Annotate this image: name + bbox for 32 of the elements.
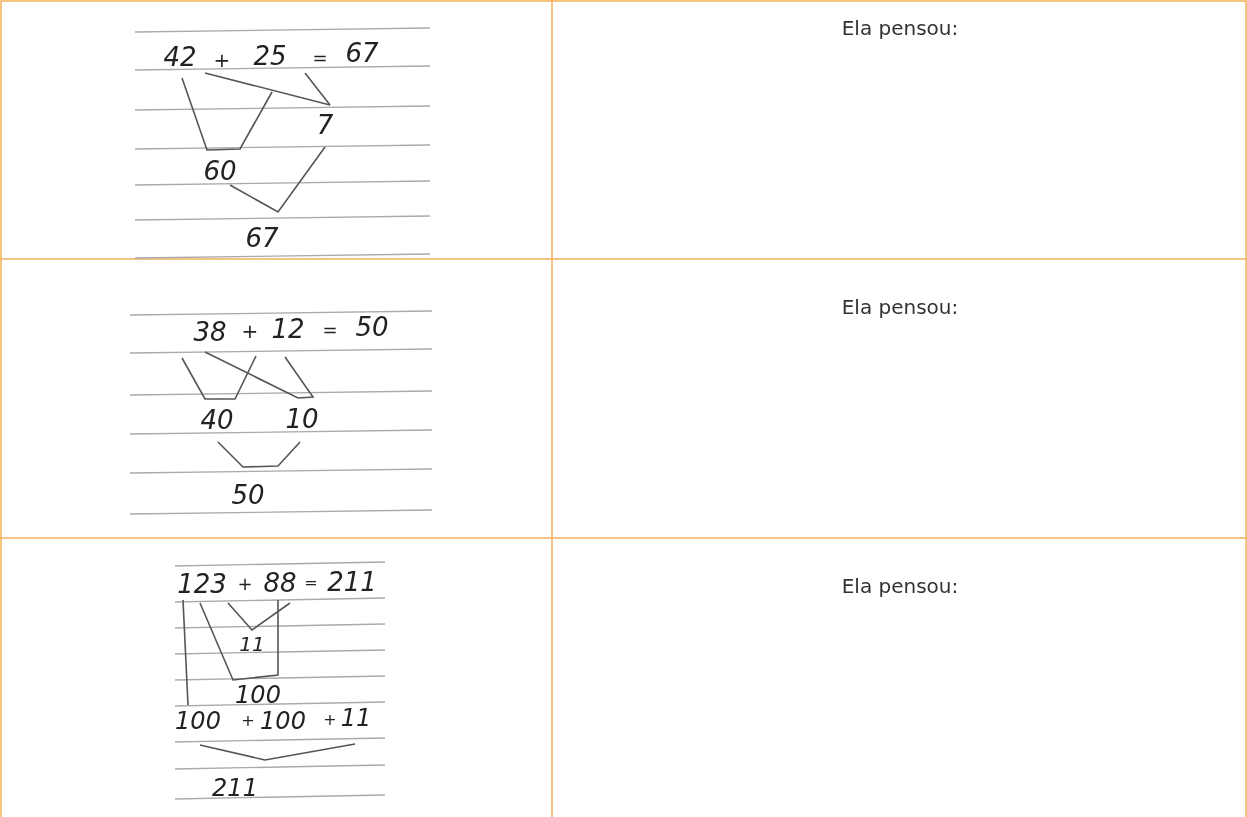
handwritten-number: 40 (200, 407, 234, 433)
handwritten-number: 12 (271, 316, 305, 342)
math-operator: + (213, 50, 231, 70)
handwritten-number: 123 (177, 571, 227, 597)
prompt-text: Ela pensou: (841, 574, 959, 598)
prompt-text: Ela pensou: (841, 16, 959, 40)
handwritten-number: 211 (327, 569, 377, 595)
handwritten-number: 10 (285, 406, 319, 432)
handwritten-number: 25 (253, 43, 287, 69)
handwritten-number: 38 (193, 319, 227, 345)
handwritten-number: 211 (212, 776, 258, 800)
math-operator: = (304, 575, 318, 591)
handwritten-number: 7 (316, 112, 334, 138)
prompt-text: Ela pensou: (841, 295, 959, 319)
math-operator: + (323, 712, 337, 728)
handwritten-number: 50 (355, 314, 389, 340)
handwritten-number: 11 (239, 634, 265, 654)
math-operator: + (241, 713, 255, 729)
math-operator: = (312, 49, 328, 67)
math-operator: + (237, 575, 253, 593)
handwritten-number: 88 (263, 570, 297, 596)
math-operator: + (241, 321, 259, 341)
handwritten-number: 11 (340, 706, 372, 730)
handwritten-number: 67 (345, 40, 379, 66)
handwritten-number: 100 (260, 709, 306, 733)
math-operator: = (322, 321, 338, 339)
handwritten-number: 42 (163, 44, 197, 70)
handwritten-number: 67 (245, 225, 279, 251)
handwritten-number: 100 (175, 709, 221, 733)
handwritten-number: 60 (203, 158, 237, 184)
handwritten-number: 100 (235, 683, 281, 707)
handwritten-number: 50 (231, 482, 265, 508)
